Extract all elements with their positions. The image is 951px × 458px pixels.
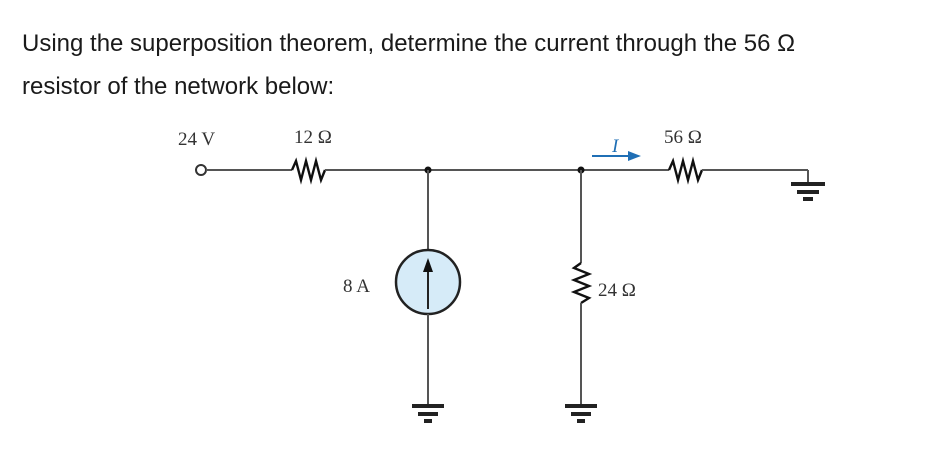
current-source-label: 8 A (343, 276, 370, 297)
source-voltage-label: 24 V (178, 129, 215, 150)
question-text: Using the superposition theorem, determi… (22, 22, 922, 108)
arrow-up-icon (423, 258, 433, 272)
resistor-56-label: 56 Ω (664, 127, 702, 148)
resistor-12 (290, 156, 327, 185)
ground-icon (412, 404, 444, 423)
resistor-12-label: 12 Ω (294, 127, 332, 148)
current-label: I (611, 136, 620, 157)
voltage-terminal (195, 164, 207, 176)
resistor-24 (570, 262, 593, 305)
current-source (394, 248, 462, 316)
resistor-56 (667, 156, 704, 185)
question-line-2: resistor of the network below: (22, 73, 335, 100)
current-arrow-icon (592, 151, 641, 161)
ground-icon (565, 404, 597, 423)
ground-icon (791, 182, 825, 201)
resistor-24-label: 24 Ω (598, 280, 636, 301)
question-line-1: Using the superposition theorem, determi… (22, 30, 796, 57)
